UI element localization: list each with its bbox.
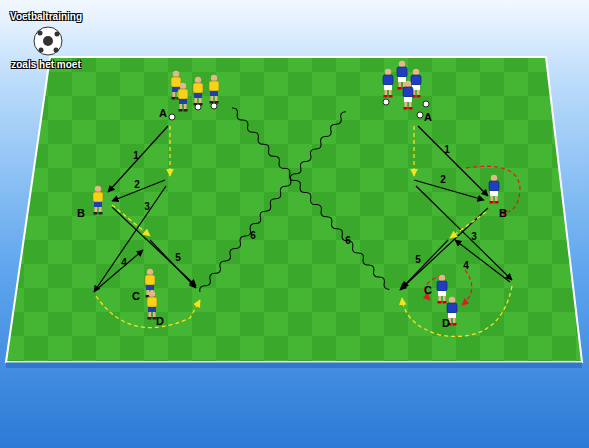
player-letter: C [424,285,432,296]
player-letter: D [156,316,164,327]
callout-number: 4 [463,261,469,271]
callout-number: 3 [144,202,150,212]
watermark: zoals het moet [11,60,80,70]
callout-number: 6 [345,236,351,246]
player-letter: A [424,112,432,123]
callout-number: 4 [121,258,127,268]
player-letter: B [77,208,85,219]
player-letter: C [132,291,140,302]
callout-number: 6 [250,231,256,241]
watermark: Voetbaltraining [10,12,82,22]
callout-number: 5 [415,255,421,265]
callout-number: 2 [134,180,140,190]
player-letter: B [499,208,507,219]
player-letter: D [442,318,450,329]
player-letter: A [159,108,167,119]
callout-number: 1 [133,151,139,161]
callout-number: 3 [471,232,477,242]
callout-number: 1 [444,145,450,155]
callout-number: 2 [440,175,446,185]
callout-number: 5 [175,253,181,263]
